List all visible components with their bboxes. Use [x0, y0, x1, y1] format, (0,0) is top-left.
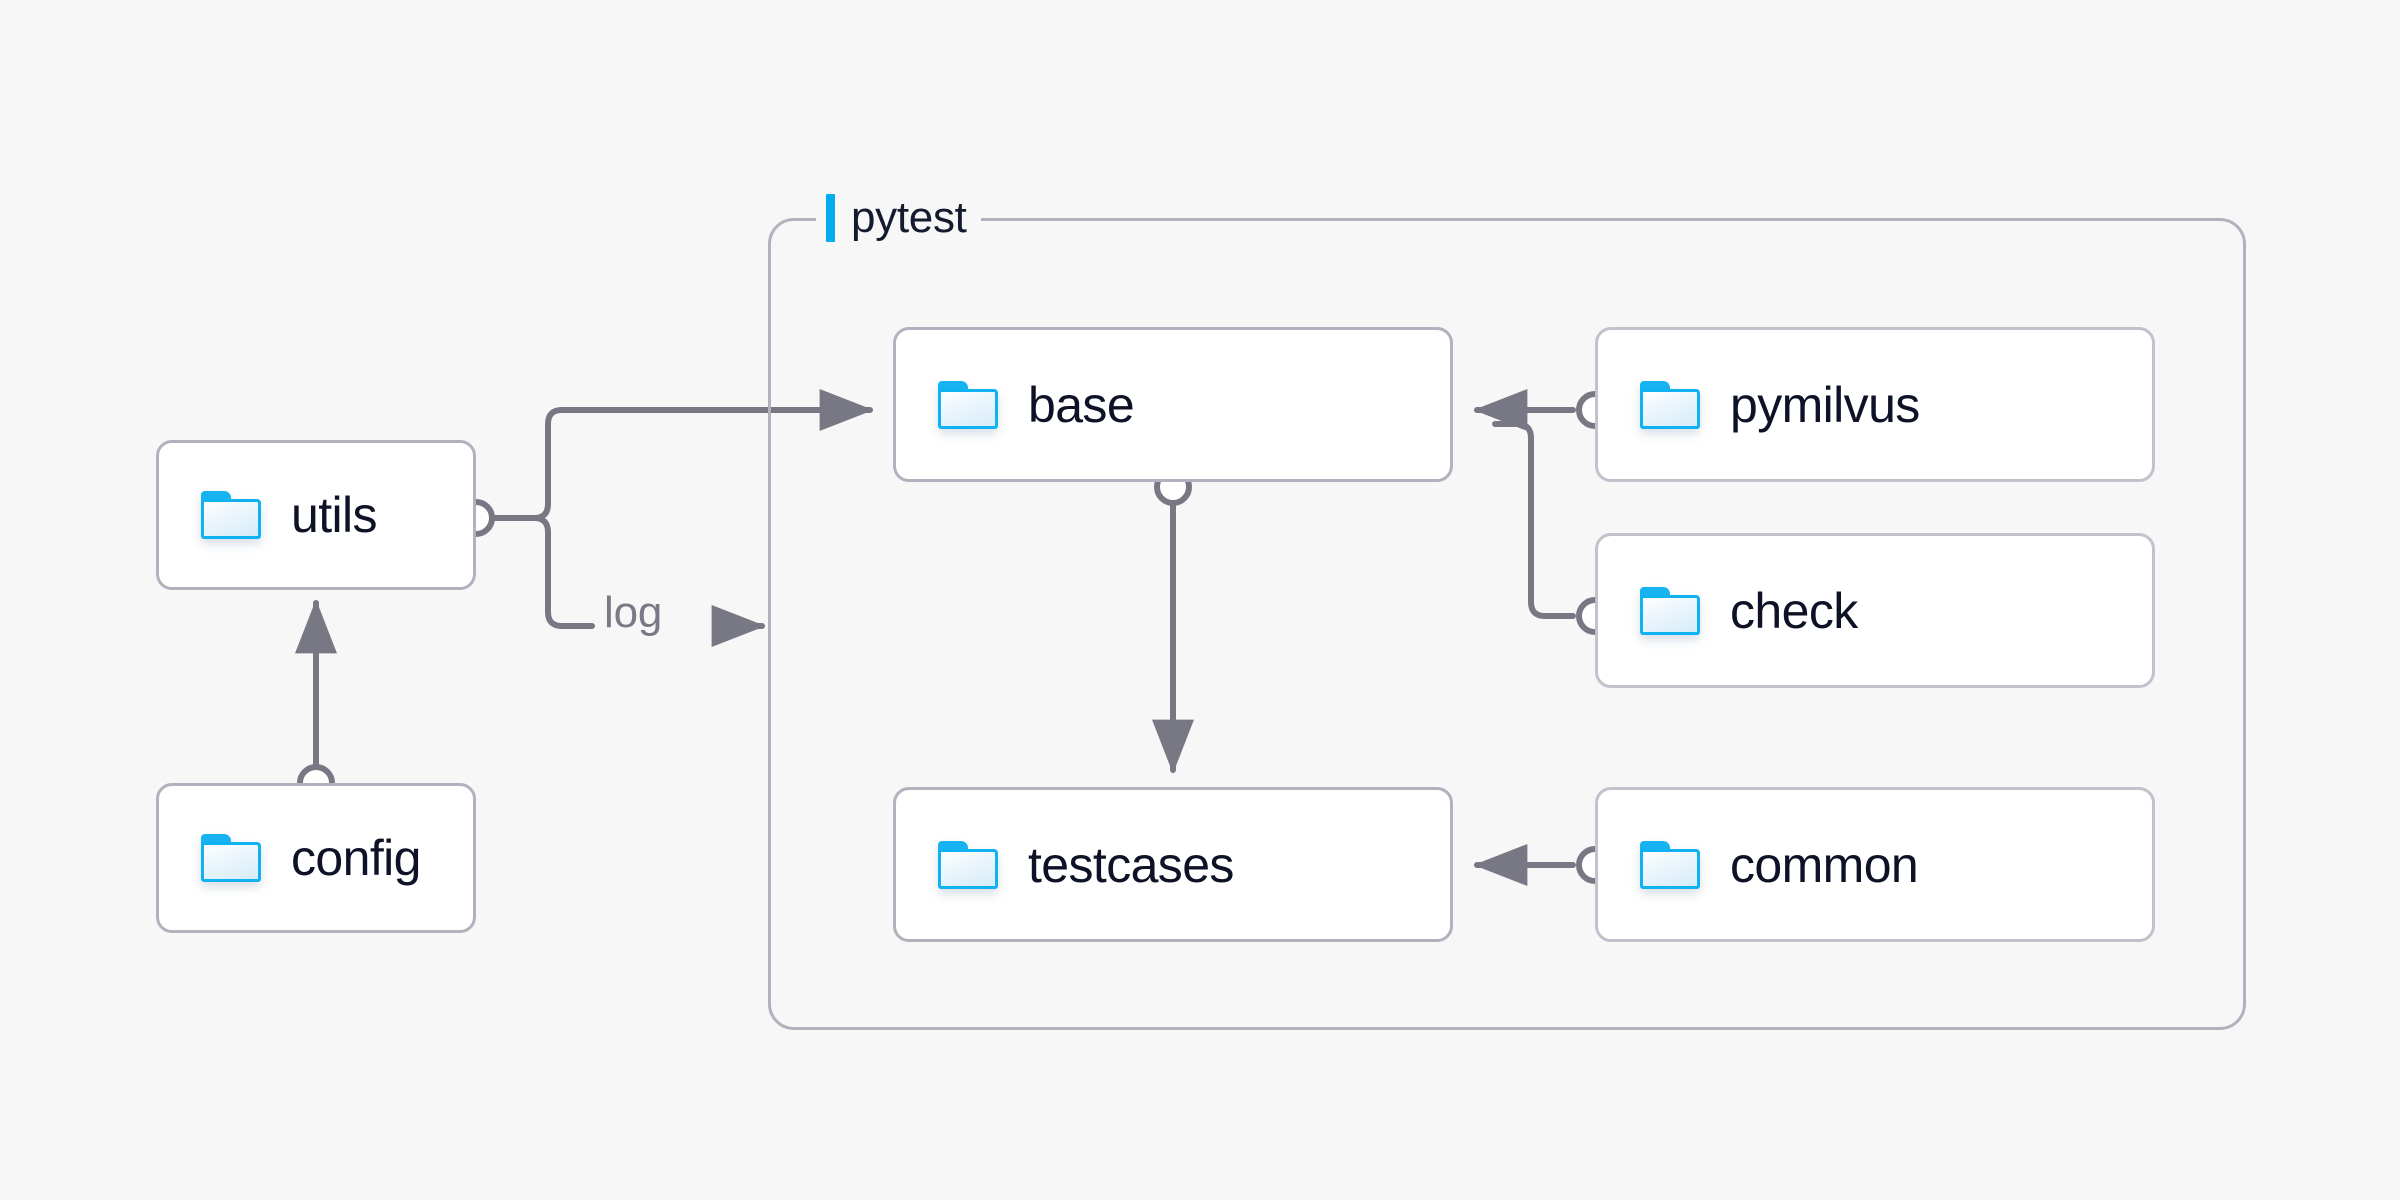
node-base-label: base: [1028, 376, 1135, 433]
folder-icon: [201, 834, 261, 882]
node-config[interactable]: config: [156, 783, 476, 933]
node-testcases[interactable]: testcases: [893, 787, 1453, 942]
folder-icon: [1640, 586, 1700, 635]
node-pymilvus[interactable]: pymilvus: [1595, 327, 2155, 482]
group-accent-bar: [826, 194, 835, 242]
node-base[interactable]: base: [893, 327, 1453, 482]
node-check[interactable]: check: [1595, 533, 2155, 688]
node-testcases-label: testcases: [1028, 836, 1234, 893]
node-pymilvus-label: pymilvus: [1730, 376, 1920, 433]
folder-icon: [938, 840, 998, 889]
group-pytest-box[interactable]: [768, 218, 2246, 1030]
folder-icon: [1640, 380, 1700, 429]
node-utils-label: utils: [291, 487, 378, 543]
group-pytest-label: pytest: [816, 193, 981, 242]
edge-label-log: log: [604, 588, 663, 637]
node-common-label: common: [1730, 836, 1919, 893]
folder-icon: [1640, 840, 1700, 889]
node-config-label: config: [291, 830, 421, 886]
edge-utils-to-log: [489, 515, 595, 629]
node-common[interactable]: common: [1595, 787, 2155, 942]
folder-icon: [938, 380, 998, 429]
folder-icon: [201, 491, 261, 539]
group-pytest-label-text: pytest: [851, 193, 967, 242]
node-utils[interactable]: utils: [156, 440, 476, 590]
node-check-label: check: [1730, 582, 1858, 639]
